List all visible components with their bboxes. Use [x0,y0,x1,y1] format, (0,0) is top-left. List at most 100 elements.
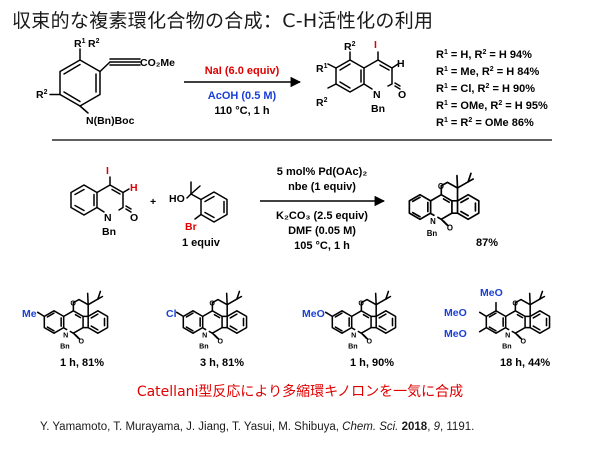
citation-year: 2018 [401,421,428,433]
svg-text:R1: R1 [74,38,86,50]
scope-product-3: O N O Bn MeO 1 h, 90% [302,290,397,369]
sup-2: 2 [44,89,48,96]
reaction1-yield-table: R1 = H, R2 = H 94% R1 = Me, R2 = H 84% R… [436,49,548,129]
n-label: N [430,217,436,226]
citation: Y. Yamamoto, T. Murayama, J. Jiang, T. Y… [40,421,475,433]
substituent-meo: MeO [302,308,325,320]
slide-title: 収束的な複素環化合物の合成：C-H活性化の利用 [12,10,434,32]
h-label: H [130,182,138,194]
n-label: N [373,89,381,101]
svg-text:N: N [505,331,510,339]
bn-label: Bn [371,103,385,115]
svg-text:O: O [217,337,223,345]
svg-text:Bn: Bn [60,343,70,351]
svg-text:R2: R2 [88,38,100,50]
svg-text:R2: R2 [316,97,328,109]
reaction2-temperature: 105 °C, 1 h [294,240,350,252]
reaction2-catalyst: 5 mol% Pd(OAc)₂ [277,166,368,178]
atom-R: R [88,38,96,50]
atom-R: R [344,41,352,53]
svg-text:R1: R1 [316,63,328,75]
yield-row-4: R1 = OMe, R2 = H 95% [436,100,548,112]
scope-label-2: 3 h, 81% [200,357,244,369]
reaction1-reagent-mid: AcOH (0.5 M) [208,90,277,102]
svg-text:Bn: Bn [502,343,512,351]
reaction1-reagent-top: NaI (6.0 equiv) [205,65,280,77]
bn-label: Bn [102,226,116,238]
reaction2-additive: nbe (1 equiv) [288,181,356,193]
citation-authors: Y. Yamamoto, T. Murayama, J. Jiang, T. Y… [40,421,343,433]
substituent-me: Me [22,308,37,320]
scope-product-4: O N O Bn MeO MeO MeO 18 h, 44% [444,287,550,369]
substituent-meo-top: MeO [480,287,503,299]
partner-equiv: 1 equiv [182,237,221,249]
atom-R: R [36,89,44,101]
reaction1-starting-material: R1 R2 R2 CO₂Me N(Bn)Boc [36,38,175,127]
yield-row-5: R1 = R2 = OMe 86% [436,117,534,129]
svg-text:O: O [366,337,372,345]
scope-label-3: 1 h, 90% [350,357,394,369]
sup-1: 1 [82,38,86,45]
svg-text:O: O [209,300,215,308]
reaction1-product: R2 R1 R2 I H N O Bn [316,39,406,115]
svg-text:O: O [358,300,364,308]
iodine-label: I [106,165,109,177]
scope-label-4: 18 h, 44% [500,357,550,369]
svg-text:R2: R2 [36,89,48,101]
o-label: O [398,89,406,101]
ester-label: CO₂Me [140,57,175,69]
catellani-caption: Catellani型反応により多縮環キノロンを一気に合成 [136,384,464,400]
reaction2-product: O N O Bn [408,172,480,238]
citation-volume: 9 [433,421,440,433]
svg-text:N: N [351,331,356,339]
yield-row-1: R1 = H, R2 = H 94% [436,49,532,61]
scope-product-1: O N O Bn Me 1 h, 81% [22,290,109,369]
sup-2: 2 [96,38,100,45]
substituent-meo-bottom: MeO [444,328,467,340]
reaction2-bromoaryl-alcohol: HO Br 1 equiv [169,181,228,249]
h-label: H [397,58,405,70]
scope-label-1: 1 h, 81% [60,357,104,369]
reaction1-arrow: NaI (6.0 equiv) AcOH (0.5 M) 110 °C, 1 h [184,65,302,117]
yield-row-3: R1 = Cl, R2 = H 90% [436,83,535,95]
atom-R: R [316,97,324,109]
yield-row-2: R1 = Me, R2 = H 84% [436,66,539,78]
svg-text:Bn: Bn [348,343,358,351]
svg-text:R2: R2 [344,41,356,53]
bn-label: Bn [427,229,438,238]
o-label: O [438,182,444,191]
amine-label: N(Bn)Boc [86,115,135,127]
svg-text:N: N [63,331,68,339]
svg-text:O: O [520,337,526,345]
o-label: O [130,212,138,224]
sup-1: 1 [324,63,328,70]
br-label: Br [185,221,197,233]
reaction2-solvent: DMF (0.05 M) [288,225,356,237]
plus-sign: + [150,196,156,208]
citation-journal: Chem. Sci. [342,421,399,433]
substituent-meo-middle: MeO [444,307,467,319]
atom-R: R [74,38,82,50]
sup-2: 2 [352,41,356,48]
citation-pages: , 1191. [439,421,475,433]
n-label: N [104,212,112,224]
substituent-cl: Cl [166,308,177,320]
reaction2-base: K₂CO₃ (2.5 equiv) [276,210,368,222]
reaction1-reagent-bottom: 110 °C, 1 h [214,105,269,117]
o-label: O [447,224,453,233]
reaction2-iodoquinolinone: I H N O Bn [70,165,138,238]
svg-text:Bn: Bn [199,343,209,351]
iodine-label: I [374,39,377,51]
svg-text:O: O [512,300,518,308]
reaction2-yield: 87% [476,237,498,249]
ho-label: HO [169,193,185,205]
sup-2: 2 [324,97,328,104]
scope-product-2: O N O Bn Cl 3 h, 81% [166,290,248,369]
reaction2-arrow: 5 mol% Pd(OAc)₂ nbe (1 equiv) K₂CO₃ (2.5… [260,166,386,252]
svg-text:O: O [70,300,76,308]
svg-text:N: N [202,331,207,339]
atom-R: R [316,63,324,75]
svg-text:O: O [78,337,84,345]
